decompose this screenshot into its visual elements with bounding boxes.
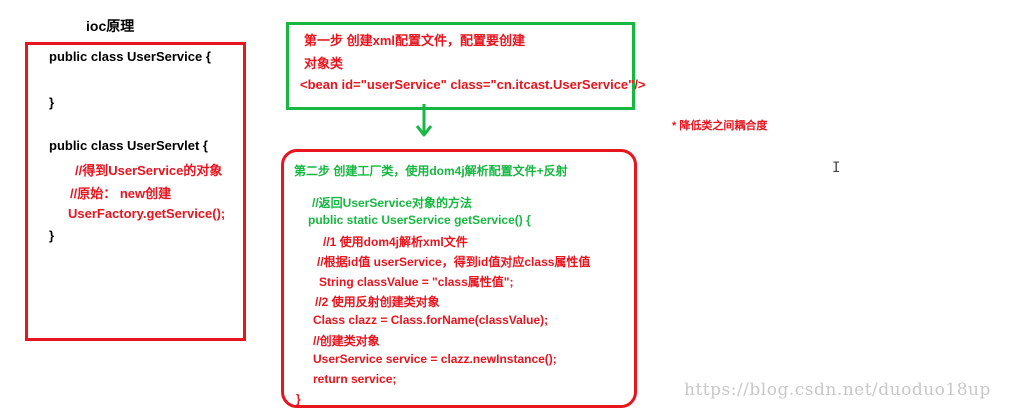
code-line: //根据id值 userService，得到id值对应class属性值 [317, 255, 591, 269]
code-line: //返回UserService对象的方法 [312, 196, 473, 210]
down-arrow-icon [415, 104, 433, 137]
code-line: UserFactory.getService(); [68, 206, 226, 221]
diagram-title: ioc原理 [86, 18, 135, 34]
code-line: } [49, 228, 55, 243]
code-line: public class UserServlet { [49, 138, 208, 153]
code-line: String classValue = "class属性值"; [319, 275, 514, 289]
code-line: Class clazz = Class.forName(classValue); [313, 313, 549, 327]
step1-line: 第一步 创建xml配置文件，配置要创建 [304, 33, 526, 48]
step2-box: 第二步 创建工厂类，使用dom4j解析配置文件+反射 //返回UserServi… [281, 149, 637, 408]
code-line: public static UserService getService() { [308, 213, 531, 227]
code-line: //创建类对象 [313, 334, 380, 348]
code-line: //原始： new创建 [70, 186, 172, 201]
step2-heading: 第二步 创建工厂类，使用dom4j解析配置文件+反射 [294, 164, 568, 178]
user-service-code-box: public class UserService { } public clas… [25, 42, 246, 341]
text-cursor-icon: I [832, 160, 841, 176]
step1-box: 第一步 创建xml配置文件，配置要创建 对象类 <bean id="userSe… [286, 22, 646, 110]
code-line: } [49, 95, 55, 110]
code-line: public class UserService { [49, 49, 211, 64]
code-line: //得到UserService的对象 [75, 163, 223, 178]
code-line: UserService service = clazz.newInstance(… [313, 352, 557, 366]
watermark: https://blog.csdn.net/duoduo18up [684, 380, 991, 400]
code-line: //2 使用反射创建类对象 [315, 295, 440, 309]
code-line: //1 使用dom4j解析xml文件 [323, 235, 468, 249]
code-line: return service; [313, 372, 397, 386]
step1-line: 对象类 [304, 56, 344, 71]
code-line: } [296, 392, 301, 406]
step1-bean-line: <bean id="userService" class="cn.itcast.… [300, 77, 646, 92]
coupling-note: * 降低类之间耦合度 [672, 120, 768, 132]
